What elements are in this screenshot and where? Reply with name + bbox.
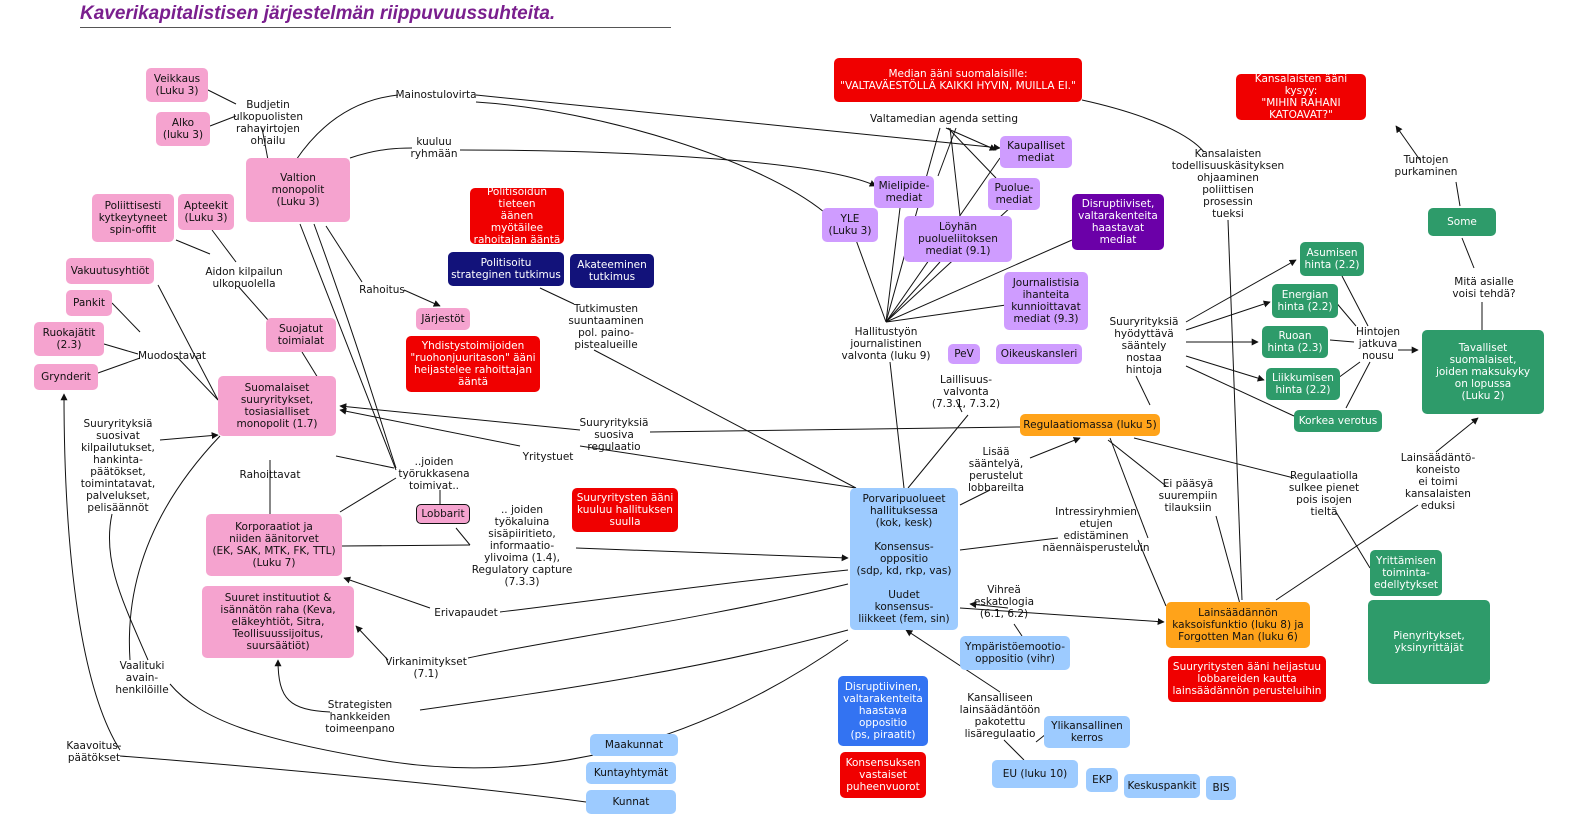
- label-rahoittavat: Rahoittavat: [239, 469, 301, 481]
- node-ruoan-hinta: Ruoan hinta (2.3): [1262, 326, 1328, 358]
- node-apteekit: Apteekit (Luku 3): [178, 194, 234, 230]
- node-yhdistystoimijoiden: Yhdistystoimijoiden "ruohonjuuritason" ä…: [406, 336, 540, 392]
- title-underline: [80, 27, 671, 28]
- node-suuryritysten-aani-heijastuu: Suuryritysten ääni heijastuu lobbareiden…: [1168, 656, 1326, 702]
- node-jarjestot: Järjestöt: [416, 308, 470, 330]
- label-mainostulovirta: Mainostulovirta: [395, 89, 477, 101]
- node-oikeuskansleri: Oikeuskansleri: [996, 344, 1082, 364]
- node-disruptiiviset-mediat: Disruptiiviset, valtarakenteita haastava…: [1072, 194, 1164, 250]
- label-kaavoituspaatokset: Kaavoitus- päätökset: [66, 740, 122, 764]
- node-loyhan-puolueliitoksen-mediat: Löyhän puolueliitoksen mediat (9.1): [904, 216, 1012, 262]
- node-eu: EU (luku 10): [992, 760, 1078, 788]
- node-pienyritykset: Pienyritykset, yksinyrittäjät: [1368, 600, 1490, 684]
- label-lainsaadantokoneisto: Lainsäädäntö- koneisto ei toimi kansalai…: [1400, 452, 1476, 512]
- label-valtamedian-agenda: Valtamedian agenda setting: [869, 113, 1019, 125]
- label-erivapaudet: Erivapaudet: [434, 607, 498, 619]
- label-virkanimitykset: Virkanimitykset (7.1): [385, 656, 467, 680]
- node-konsensuksen-vastaiset: Konsensuksen vastaiset puheenvuorot: [840, 752, 926, 798]
- node-ylikansallinen-kerros: Ylikansallinen kerros: [1044, 716, 1130, 748]
- label-suuryrityksia-suosiva-regulaatio: Suuryrityksiä suosiva regulaatio: [579, 417, 649, 453]
- node-ymparistoemootio-oppositio: Ympäristöemootio- oppositio (vihr): [960, 636, 1070, 670]
- node-vakuutusyhtiot: Vakuutusyhtiöt: [66, 258, 154, 284]
- label-ei-paasya: Ei pääsyä suurempiin tilauksiin: [1158, 478, 1218, 514]
- node-veikkaus: Veikkaus (Luku 3): [146, 68, 208, 102]
- node-mielipidemediat: Mielipide- mediat: [874, 176, 934, 208]
- node-kuntayhtymat: Kuntayhtymät: [586, 762, 676, 784]
- node-lainsaadannon-kaksoisfunktio: Lainsäädännön kaksoisfunktio (luku 8) ja…: [1166, 602, 1310, 648]
- label-laillisuusvalvonta: Laillisuus- valvonta (7.3.1, 7.3.2): [931, 374, 1001, 410]
- node-liikkumisen-hinta: Liikkumisen hinta (2.2): [1266, 368, 1340, 400]
- label-strategisten-hankkeiden: Strategisten hankkeiden toimeenpano: [325, 699, 395, 735]
- label-lisaa-saantelya: Lisää sääntelyä, perustelut lobbareilta: [967, 446, 1025, 494]
- label-muodostavat: Muodostavat: [137, 350, 207, 362]
- node-some: Some: [1428, 208, 1496, 236]
- node-ekp: EKP: [1086, 768, 1118, 792]
- node-puoluemediat: Puolue- mediat: [988, 178, 1040, 210]
- node-politisoidun-tieteen: Politisoidun tieteen äänen myötäilee rah…: [470, 186, 564, 246]
- node-tavalliset-suomalaiset: Tavalliset suomalaiset, joiden maksukyky…: [1422, 330, 1544, 414]
- node-lobbarit: Lobbarit: [416, 504, 470, 524]
- node-kansalaisten-aani: Kansalaisten ääni kysyy: "MIHIN RAHANI K…: [1236, 73, 1366, 121]
- node-suuryritysten-aani: Suuryritysten ääni kuuluu hallituksen su…: [572, 488, 678, 532]
- label-intressiryhmien-etujen: Intressiryhmien etujen edistäminen näenn…: [1042, 506, 1150, 554]
- node-akateeminen-tutkimus: Akateeminen tutkimus: [570, 254, 654, 288]
- node-valtion-monopolit: Valtion monopolit (Luku 3): [246, 158, 350, 222]
- node-korporaatiot: Korporaatiot ja niiden äänitorvet (EK, S…: [206, 514, 342, 576]
- node-journalistisia-mediat: Journalistisia ihanteita kunnioittavat m…: [1004, 272, 1088, 330]
- label-suuryrityksia-suosivat: Suuryrityksiä suosivat kilpailutukset, h…: [80, 418, 156, 514]
- node-pankit: Pankit: [66, 290, 112, 316]
- label-yritystuet: Yritystuet: [522, 451, 574, 463]
- label-tuntojen-purkaminen: Tuntojen purkaminen: [1394, 154, 1458, 178]
- node-ruokajatit: Ruokajätit (2.3): [34, 322, 104, 356]
- label-rahoitus: Rahoitus: [359, 284, 405, 296]
- node-bis: BIS: [1206, 776, 1236, 800]
- label-kuuluu-ryhmaan: kuuluu ryhmään: [410, 136, 458, 160]
- node-kunnat: Kunnat: [586, 790, 676, 814]
- label-vaalituki: Vaalituki avain- henkilöille: [115, 660, 169, 696]
- node-suojatut-toimialat: Suojatut toimialat: [266, 318, 336, 352]
- label-hallitustyon-valvonta: Hallitustyön journalistinen valvonta (lu…: [841, 326, 931, 362]
- node-yrittamisen-toimintaedellytykset: Yrittämisen toiminta- edellytykset: [1370, 550, 1442, 596]
- node-asumisen-hinta: Asumisen hinta (2.2): [1300, 242, 1364, 276]
- label-regulaatiolla-sulkee: Regulaatiolla sulkee pienet pois isojen …: [1288, 470, 1360, 518]
- node-korkea-verotus: Korkea verotus: [1294, 410, 1382, 432]
- label-suuryrityksia-hyodyttava: Suuryrityksiä hyödyttävä sääntely nostaa…: [1109, 316, 1179, 376]
- node-disruptiivinen-oppositio: Disruptiivinen, valtarakenteita haastava…: [838, 676, 928, 746]
- label-budjetin-ulkopuolisten: Budjetin ulkopuolisten rahavirtojen ohja…: [233, 99, 303, 147]
- node-energian-hinta: Energian hinta (2.2): [1272, 284, 1338, 318]
- label-kansalaisten-todellisuuskasityksen: Kansalaisten todellisuuskäsityksen ohjaa…: [1171, 148, 1285, 220]
- node-kaupalliset-mediat: Kaupalliset mediat: [1000, 136, 1072, 168]
- label-kansalliseen-lainsaadantoon: Kansalliseen lainsäädäntöön pakotettu li…: [959, 692, 1041, 740]
- label-aidon-kilpailun: Aidon kilpailun ulkopuolella: [205, 266, 283, 290]
- label-vihrea-eskatologia: Vihreä eskatologia (6.1, 6.2): [973, 584, 1035, 620]
- node-maakunnat: Maakunnat: [590, 734, 678, 756]
- node-porvaripuolueet: Porvaripuolueet hallituksessa (kok, kesk…: [850, 488, 958, 630]
- node-yle: YLE (Luku 3): [822, 208, 878, 242]
- label-joiden-tyorukkasena: ..joiden työrukkasena toimivat..: [398, 456, 470, 492]
- node-regulaatiomassa: Regulaatiomassa (luku 5): [1020, 414, 1160, 436]
- node-median-aani: Median ääni suomalaisille: "VALTAVÄESTÖL…: [834, 58, 1082, 102]
- node-suomalaiset-suuryritykset: Suomalaiset suuryritykset, tosiasiallise…: [218, 376, 336, 436]
- node-pev: PeV: [948, 344, 980, 364]
- node-politisoitu-tutkimus: Politisoitu strateginen tutkimus: [448, 252, 564, 286]
- label-hintojen-jatkuva-nousu: Hintojen jatkuva nousu: [1355, 326, 1401, 362]
- label-joiden-tyokaluina: .. joiden työkaluina sisäpiiritieto, inf…: [471, 504, 573, 588]
- diagram-title: Kaverikapitalistisen järjestelmän riippu…: [80, 3, 556, 24]
- node-keskuspankit: Keskuspankit: [1124, 774, 1200, 798]
- node-poliittisesti-kytkeytyneet: Poliittisesti kytkeytyneet spin-offit: [92, 194, 174, 242]
- label-mita-asialle: Mitä asialle voisi tehdä?: [1452, 276, 1516, 300]
- node-alko: Alko (luku 3): [156, 112, 210, 146]
- node-grynderit: Grynderit: [34, 364, 98, 390]
- label-tutkimusten-suuntaaminen: Tutkimusten suuntaaminen pol. paino- pis…: [568, 303, 644, 351]
- node-suuret-instituutiot: Suuret instituutiot & isännätön raha (Ke…: [202, 586, 354, 658]
